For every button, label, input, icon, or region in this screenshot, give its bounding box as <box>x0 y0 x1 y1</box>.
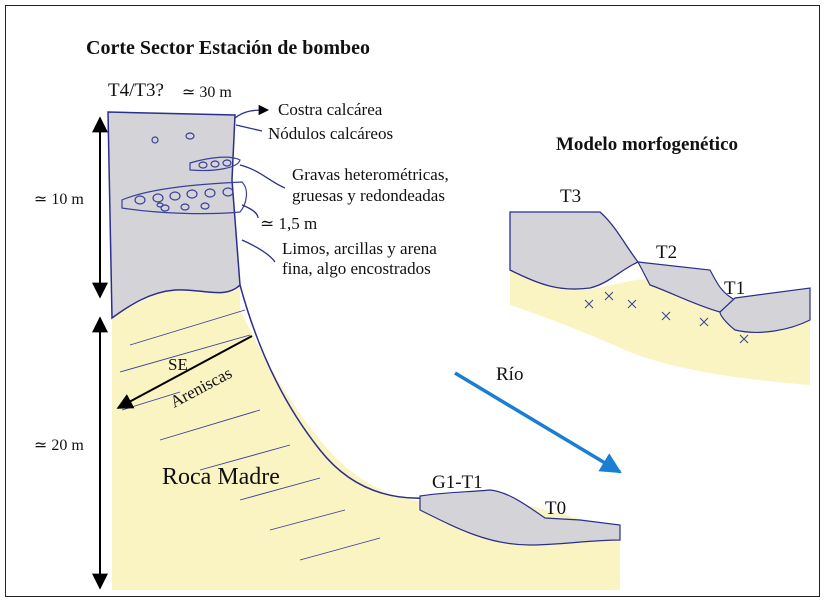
terrace-top-label: T4/T3? <box>108 80 164 101</box>
model-title: Modelo morfogenético <box>556 134 738 155</box>
label-limos-1: Limos, arcillas y arena <box>282 239 437 258</box>
dim-lower-label: ≃ 20 m <box>34 437 84 454</box>
river-label: Río <box>496 364 523 385</box>
gravel-layer-upper <box>151 132 241 208</box>
dip-direction-label: SE <box>168 355 188 374</box>
model-t3-area <box>509 211 640 290</box>
label-nodulos: Nódulos calcáreos <box>268 124 393 143</box>
label-gravas-2: gruesas y redondeadas <box>292 186 445 205</box>
model-t1-area <box>719 287 811 333</box>
cliff-outline <box>239 284 441 499</box>
top-height-label: ≃ 30 m <box>182 84 232 101</box>
model-bedrock-area <box>510 262 810 385</box>
leader-lines <box>234 104 286 263</box>
upper-sediment-area <box>107 111 241 320</box>
terrace-t0-label: T0 <box>545 498 566 519</box>
dim-upper-label: ≃ 10 m <box>34 191 84 208</box>
label-gravas-1: Gravas heterométricas, <box>292 165 449 184</box>
model-bedrock-marks <box>584 291 749 344</box>
terrace-t3-label: T3 <box>560 186 581 207</box>
dip-arrow <box>116 335 253 409</box>
gravel-layer-main <box>121 181 248 215</box>
bedrock-label: Roca Madre <box>162 464 280 490</box>
bedrock-strata <box>119 309 381 561</box>
label-gravas-thickness: ≃ 1,5 m <box>260 214 317 233</box>
terrace-g1t1-label: G1-T1 <box>432 472 483 493</box>
label-costra: Costra calcárea <box>278 100 383 119</box>
diagram-title: Corte Sector Estación de bombeo <box>86 37 370 59</box>
terrace-t2-label: T2 <box>656 242 677 263</box>
terrace-t1-label: T1 <box>724 278 745 299</box>
river-arrow <box>454 371 622 474</box>
label-limos-2: fina, algo encostrados <box>282 259 431 278</box>
g1t1-terrace-area <box>419 489 621 546</box>
